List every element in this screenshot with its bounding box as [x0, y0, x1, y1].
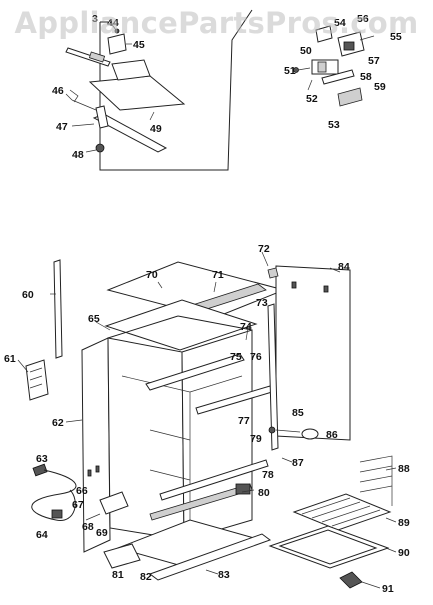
label-54: 54	[334, 17, 346, 29]
label-76: 76	[250, 351, 262, 363]
label-59: 59	[374, 81, 386, 93]
label-83: 83	[218, 569, 230, 581]
back-panel	[267, 265, 351, 451]
label-68: 68	[82, 521, 94, 533]
label-62: 62	[52, 417, 64, 429]
label-69: 69	[96, 527, 108, 539]
burner-assembly	[65, 28, 186, 153]
label-74: 74	[240, 321, 252, 333]
label-70: 70	[146, 269, 158, 281]
mark-3: 3	[92, 13, 98, 25]
oven-racks	[268, 455, 393, 589]
label-67: 67	[72, 499, 84, 511]
electrical-components	[293, 25, 375, 107]
label-77: 77	[238, 415, 250, 427]
label-47: 47	[56, 121, 68, 133]
label-72: 72	[258, 243, 270, 255]
label-44: 44	[107, 17, 119, 29]
side-strip-and-bracket	[25, 259, 63, 401]
label-58: 58	[360, 71, 372, 83]
label-55: 55	[390, 31, 402, 43]
label-50: 50	[300, 45, 312, 57]
label-65: 65	[88, 313, 100, 325]
oven-body	[81, 261, 286, 581]
label-90: 90	[398, 547, 410, 559]
label-52: 52	[306, 93, 318, 105]
label-75: 75	[230, 351, 242, 363]
label-88: 88	[398, 463, 410, 475]
leader-lines	[17, 21, 397, 589]
label-91: 91	[382, 583, 394, 595]
label-53: 53	[328, 119, 340, 131]
label-46: 46	[52, 85, 64, 97]
label-87: 87	[292, 457, 304, 469]
label-81: 81	[112, 569, 124, 581]
label-51: 51	[284, 65, 296, 77]
label-71: 71	[212, 269, 224, 281]
label-86: 86	[326, 429, 338, 441]
label-45: 45	[133, 39, 145, 51]
label-64: 64	[36, 529, 48, 541]
label-78: 78	[262, 469, 274, 481]
label-84: 84	[338, 261, 350, 273]
label-80: 80	[258, 487, 270, 499]
label-89: 89	[398, 517, 410, 529]
label-61: 61	[4, 353, 16, 365]
label-79: 79	[250, 433, 262, 445]
label-56: 56	[357, 13, 369, 25]
label-82: 82	[140, 571, 152, 583]
label-66: 66	[76, 485, 88, 497]
label-60: 60	[22, 289, 34, 301]
label-57: 57	[368, 55, 380, 67]
label-85: 85	[292, 407, 304, 419]
label-63: 63	[36, 453, 48, 465]
label-49: 49	[150, 123, 162, 135]
power-cord	[31, 463, 77, 521]
part-labels: 3 44 45 46 47 48 49 50 51 52 53 54 55 56…	[4, 13, 410, 595]
label-48: 48	[72, 149, 84, 161]
label-73: 73	[256, 297, 268, 309]
